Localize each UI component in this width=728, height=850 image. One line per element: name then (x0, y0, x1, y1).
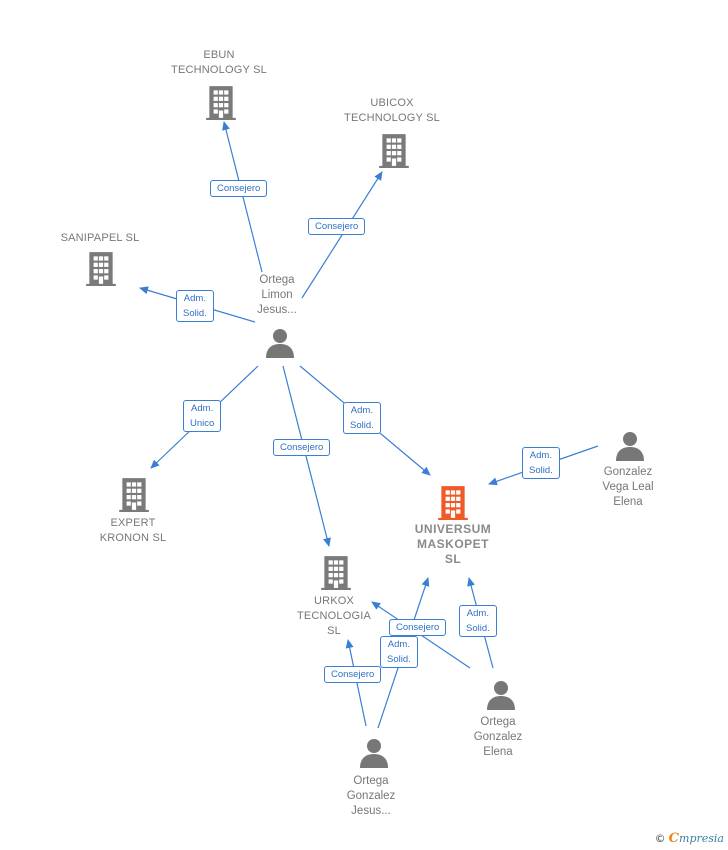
company-label-sanipapel[interactable]: SANIPAPEL SL (60, 232, 140, 244)
edge-label-adm-solid-universum[interactable]: Adm. Solid. (343, 402, 381, 434)
edge-label-adm-solid-vega[interactable]: Adm. Solid. (522, 447, 560, 479)
edge-line-ebun (222, 121, 263, 273)
company-label-expert[interactable]: EXPERT KRONON SL (99, 517, 167, 544)
edge-label-consejero-elena-urkox[interactable]: Consejero (389, 619, 447, 636)
brand-footer[interactable]: ©Cmpresia (655, 831, 724, 846)
company-icon-expert[interactable] (119, 478, 149, 512)
edge-label-adm-solid-jesus[interactable]: Adm. Solid. (380, 636, 418, 668)
company-icon-ebun[interactable] (206, 86, 236, 120)
brand-name: mpresia (679, 832, 724, 845)
person-label-gonzalez-vega[interactable]: Gonzalez Vega Leal Elena (602, 466, 654, 508)
company-label-ebun[interactable]: EBUN TECHNOLOGY SL (171, 49, 267, 76)
edge-label-adm-unico-expert[interactable]: Adm. Unico (183, 400, 222, 432)
person-label-ortega-limon[interactable]: Ortega Limon Jesus... (257, 274, 297, 316)
person-icon-ortega-limon[interactable] (266, 329, 294, 358)
company-icon-universum[interactable] (438, 486, 468, 520)
edge-label-consejero-ebun[interactable]: Consejero (210, 180, 268, 197)
person-label-ortega-gonzalez-elena[interactable]: Ortega Gonzalez Elena (473, 716, 523, 758)
company-icon-urkox[interactable] (321, 556, 351, 590)
company-label-universum[interactable]: UNIVERSUM MASKOPET SL (414, 522, 492, 566)
company-icon-sanipapel[interactable] (86, 252, 116, 286)
edge-line-ubicox (301, 171, 383, 299)
edge-label-consejero-ubicox[interactable]: Consejero (308, 218, 366, 235)
copyright-icon: © (654, 832, 666, 845)
company-label-ubicox[interactable]: UBICOX TECHNOLOGY SL (344, 97, 440, 124)
edge-line-urkox-3 (345, 639, 367, 727)
person-icon-gonzalez-vega[interactable] (616, 432, 644, 461)
edge-line-urkox-1 (282, 365, 331, 547)
edge-label-consejero-jesus-urkox[interactable]: Consejero (324, 666, 382, 683)
person-icon-ortega-gonzalez-jesus[interactable] (360, 739, 388, 768)
edge-label-adm-solid-elena[interactable]: Adm. Solid. (459, 605, 497, 637)
edge-label-consejero-urkox[interactable]: Consejero (273, 439, 331, 456)
person-label-ortega-gonzalez-jesus[interactable]: Ortega Gonzalez Jesus... (346, 775, 396, 817)
company-label-urkox[interactable]: URKOX TECNOLOGIA SL (296, 595, 372, 637)
brand-logo-initial: C (668, 831, 680, 846)
edge-label-adm-solid-sanipapel[interactable]: Adm. Solid. (176, 290, 214, 322)
company-icon-ubicox[interactable] (379, 134, 409, 168)
person-icon-ortega-gonzalez-elena[interactable] (487, 681, 515, 710)
